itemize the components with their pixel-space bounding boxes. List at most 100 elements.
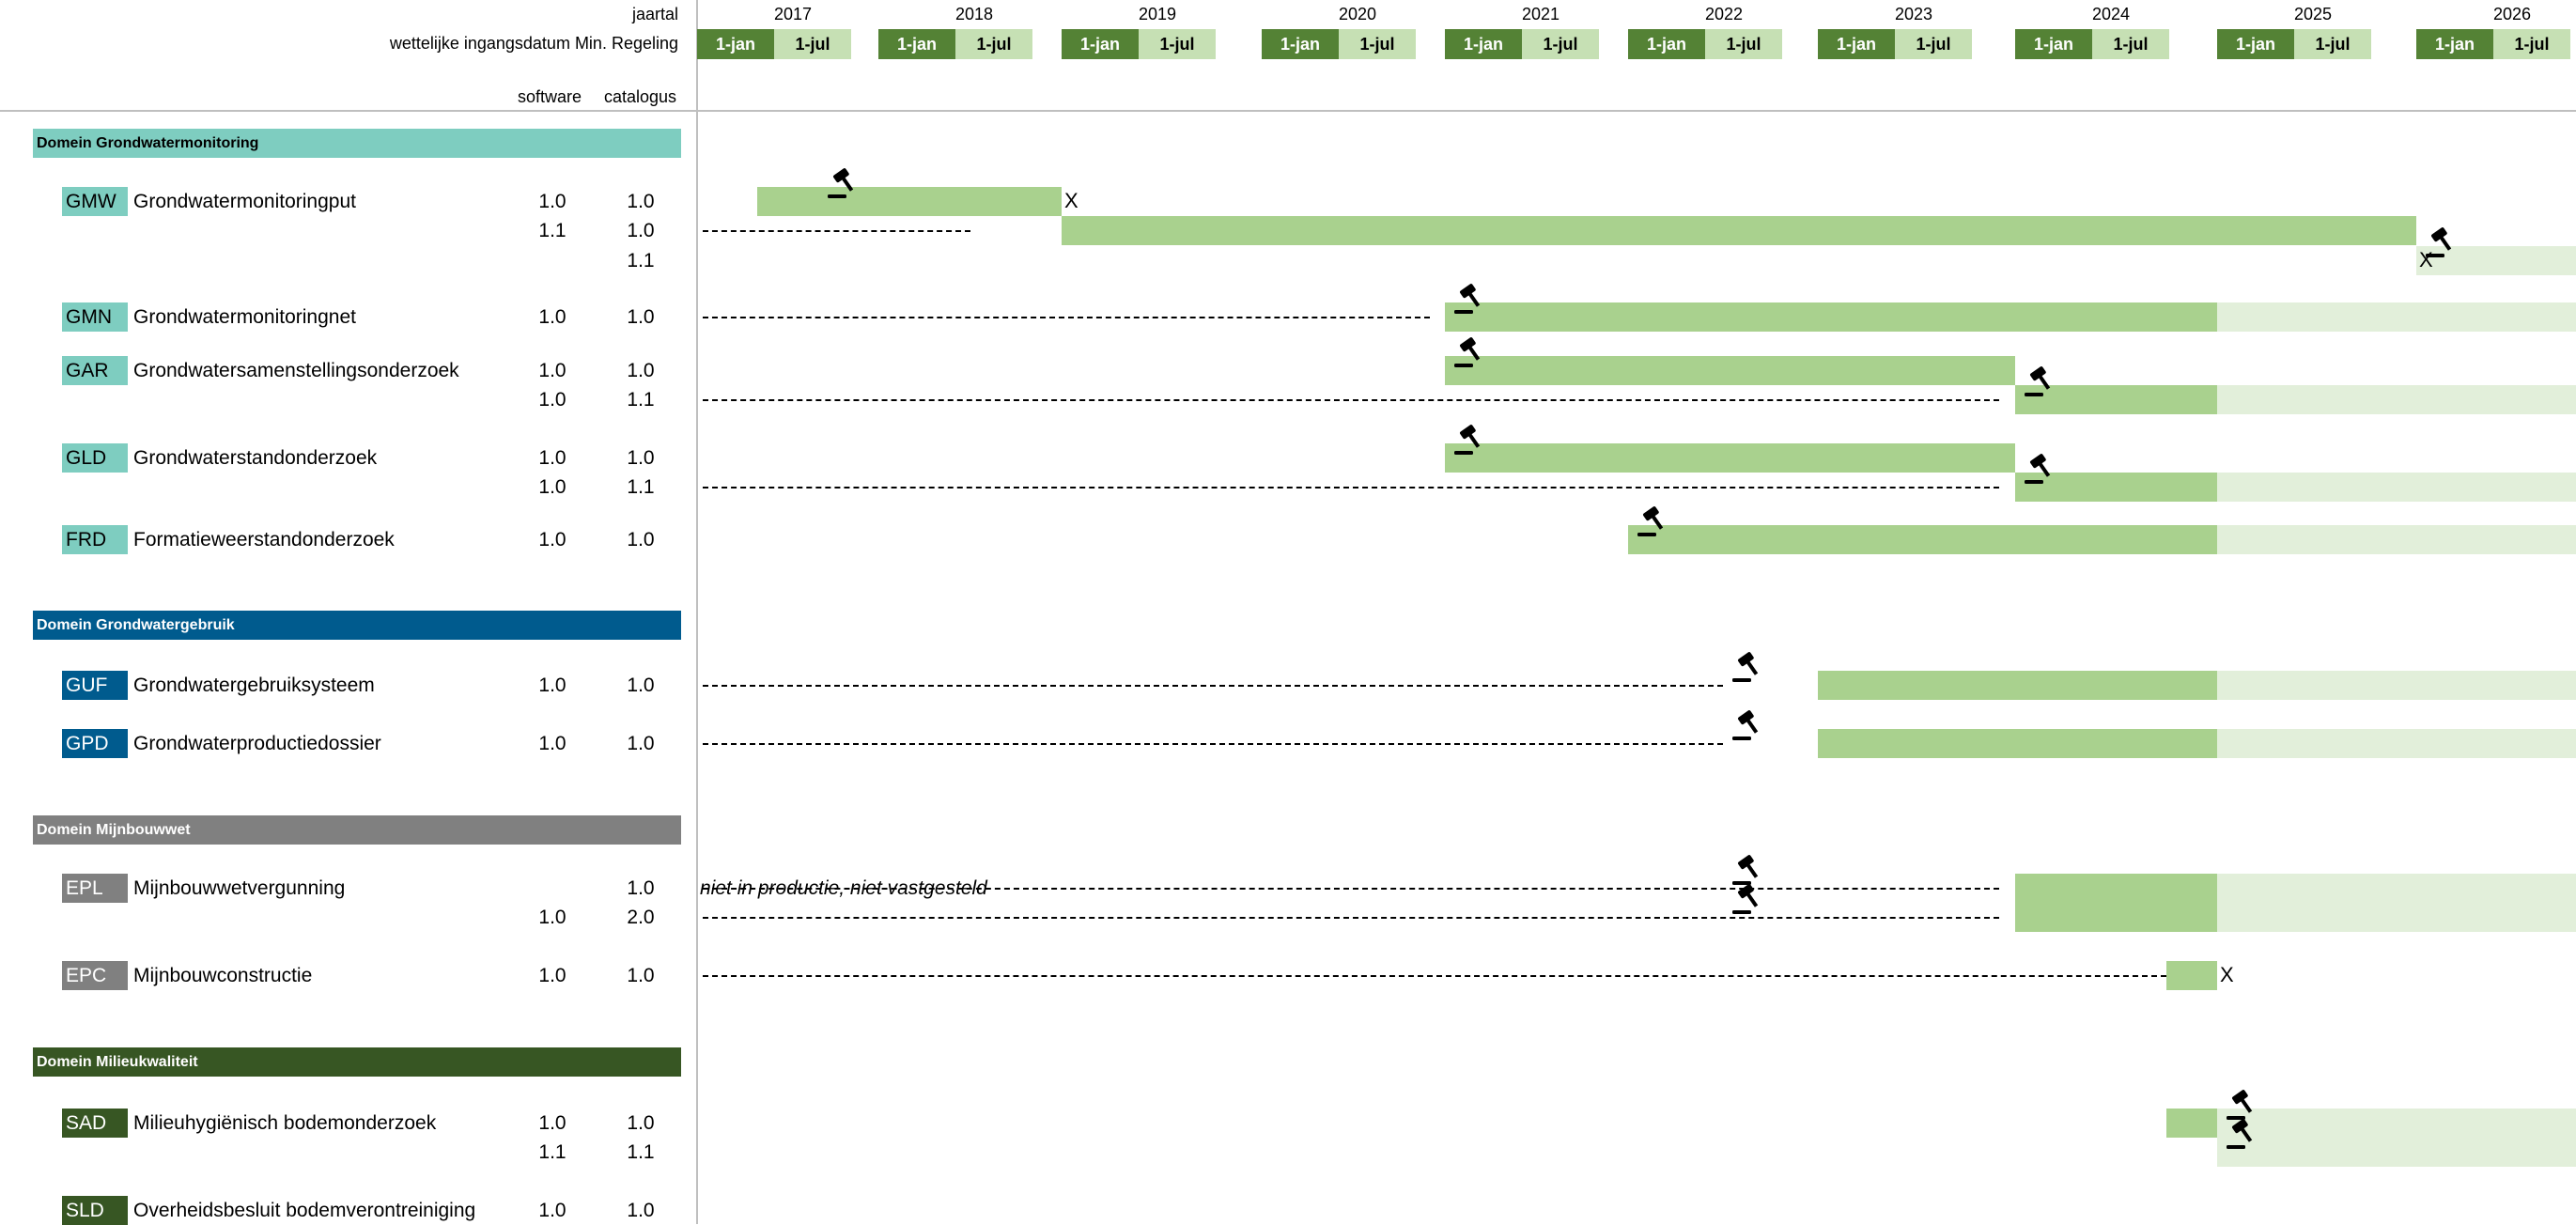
gavel-icon	[1452, 282, 1492, 316]
software-version: 1.0	[538, 191, 566, 212]
end-marker: X	[2220, 963, 2234, 986]
catalogus-column-header: catalogus	[604, 87, 677, 106]
future-period-bar	[2217, 729, 2576, 758]
software-version: 1.0	[538, 360, 566, 381]
future-period-bar	[2217, 385, 2576, 414]
pending-timeline-dashes	[703, 685, 1723, 687]
gavel-icon	[826, 166, 865, 200]
gavel-icon	[1452, 423, 1492, 457]
year-label: 2025	[2293, 5, 2333, 23]
gavel-icon	[2023, 364, 2062, 398]
pending-timeline-dashes	[703, 888, 1999, 890]
product-code-badge: GAR	[62, 356, 128, 385]
product-code-badge: SAD	[62, 1109, 128, 1138]
gavel-icon	[2225, 1088, 2264, 1122]
future-period-bar	[2217, 473, 2576, 502]
year-label: 2018	[954, 5, 994, 23]
software-version: 1.0	[538, 306, 566, 328]
half-year-jul: 1-jul	[774, 29, 851, 59]
software-version: 1.0	[538, 447, 566, 469]
active-period-bar	[757, 187, 1062, 216]
active-period-bar	[2166, 961, 2217, 990]
gavel-icon	[2225, 1117, 2264, 1151]
half-year-jul: 1-jul	[1339, 29, 1416, 59]
active-period-bar	[2015, 903, 2217, 932]
gavel-icon	[1730, 882, 1770, 916]
gavel-icon	[2424, 225, 2463, 259]
half-year-jul: 1-jul	[1895, 29, 1972, 59]
catalogus-version: 1.0	[627, 306, 655, 328]
catalogus-version: 2.0	[627, 907, 655, 928]
catalogus-version: 1.0	[627, 1200, 655, 1221]
half-year-jul: 1-jul	[955, 29, 1032, 59]
half-year-jan: 1-jan	[1628, 29, 1705, 59]
jaartal-label: jaartal	[631, 5, 678, 23]
pending-timeline-dashes	[703, 975, 2167, 977]
active-period-bar	[1628, 525, 2217, 554]
catalogus-version: 1.1	[627, 250, 655, 271]
software-version	[524, 874, 581, 903]
active-period-bar	[2166, 1109, 2217, 1138]
catalogus-version: 1.0	[627, 220, 655, 241]
catalogus-version: 1.0	[627, 529, 655, 550]
product-name: Grondwaterproductiedossier	[133, 733, 381, 754]
ingangsdatum-label: wettelijke ingangsdatum Min. Regeling	[389, 34, 678, 53]
gavel-icon	[1730, 853, 1770, 887]
product-name: Mijnbouwconstructie	[133, 965, 313, 986]
year-label: 2019	[1138, 5, 1177, 23]
half-year-jan: 1-jan	[2217, 29, 2294, 59]
software-version: 1.0	[538, 1200, 566, 1221]
product-code-badge: GLD	[62, 443, 128, 473]
half-year-jul: 1-jul	[2493, 29, 2570, 59]
catalogus-version: 1.0	[627, 877, 655, 899]
column-divider	[696, 0, 698, 1224]
year-label: 2022	[1704, 5, 1744, 23]
software-version	[524, 246, 581, 275]
software-version: 1.0	[538, 675, 566, 696]
catalogus-version: 1.0	[627, 191, 655, 212]
future-period-bar	[2217, 302, 2576, 332]
pending-timeline-dashes	[703, 743, 1723, 745]
domain-header-mijnbouwwet: Domein Mijnbouwwet	[33, 815, 681, 845]
active-period-bar	[1445, 443, 2015, 473]
future-period-bar	[2217, 1138, 2576, 1167]
product-name: Overheidsbesluit bodemverontreiniging	[133, 1200, 476, 1221]
software-column-header: software	[518, 87, 582, 106]
active-period-bar	[1062, 216, 2416, 245]
software-version: 1.0	[538, 529, 566, 550]
future-period-bar	[2217, 903, 2576, 932]
product-name: Grondwatermonitoringnet	[133, 306, 356, 328]
gavel-icon	[1452, 335, 1492, 369]
catalogus-version: 1.0	[627, 675, 655, 696]
year-label: 2026	[2492, 5, 2532, 23]
product-code-badge: GMN	[62, 302, 128, 332]
domain-header-milieukwaliteit: Domein Milieukwaliteit	[33, 1047, 681, 1077]
half-year-jul: 1-jul	[2294, 29, 2371, 59]
product-name: Milieuhygiënisch bodemonderzoek	[133, 1112, 437, 1134]
product-name: Formatieweerstandonderzoek	[133, 529, 395, 550]
year-label: 2017	[773, 5, 813, 23]
gavel-icon	[1636, 504, 1675, 538]
catalogus-version: 1.0	[627, 965, 655, 986]
year-label: 2021	[1521, 5, 1560, 23]
half-year-jul: 1-jul	[2092, 29, 2169, 59]
product-name: Grondwaterstandonderzoek	[133, 447, 378, 469]
future-period-bar	[2217, 671, 2576, 700]
half-year-jul: 1-jul	[1139, 29, 1216, 59]
year-label: 2024	[2091, 5, 2131, 23]
future-period-bar	[2217, 1109, 2576, 1138]
product-code-badge: GUF	[62, 671, 128, 700]
active-period-bar	[2015, 473, 2217, 502]
future-period-bar	[2416, 246, 2576, 275]
catalogus-version: 1.0	[627, 733, 655, 754]
year-label: 2023	[1894, 5, 1933, 23]
software-version: 1.0	[538, 476, 566, 498]
half-year-jan: 1-jan	[1818, 29, 1895, 59]
header-divider	[0, 110, 2576, 112]
catalogus-version: 1.1	[627, 389, 655, 411]
pending-timeline-dashes	[703, 317, 1430, 318]
product-code-badge: SLD	[62, 1196, 128, 1225]
product-code-badge: EPL	[62, 874, 128, 903]
half-year-jan: 1-jan	[1445, 29, 1522, 59]
